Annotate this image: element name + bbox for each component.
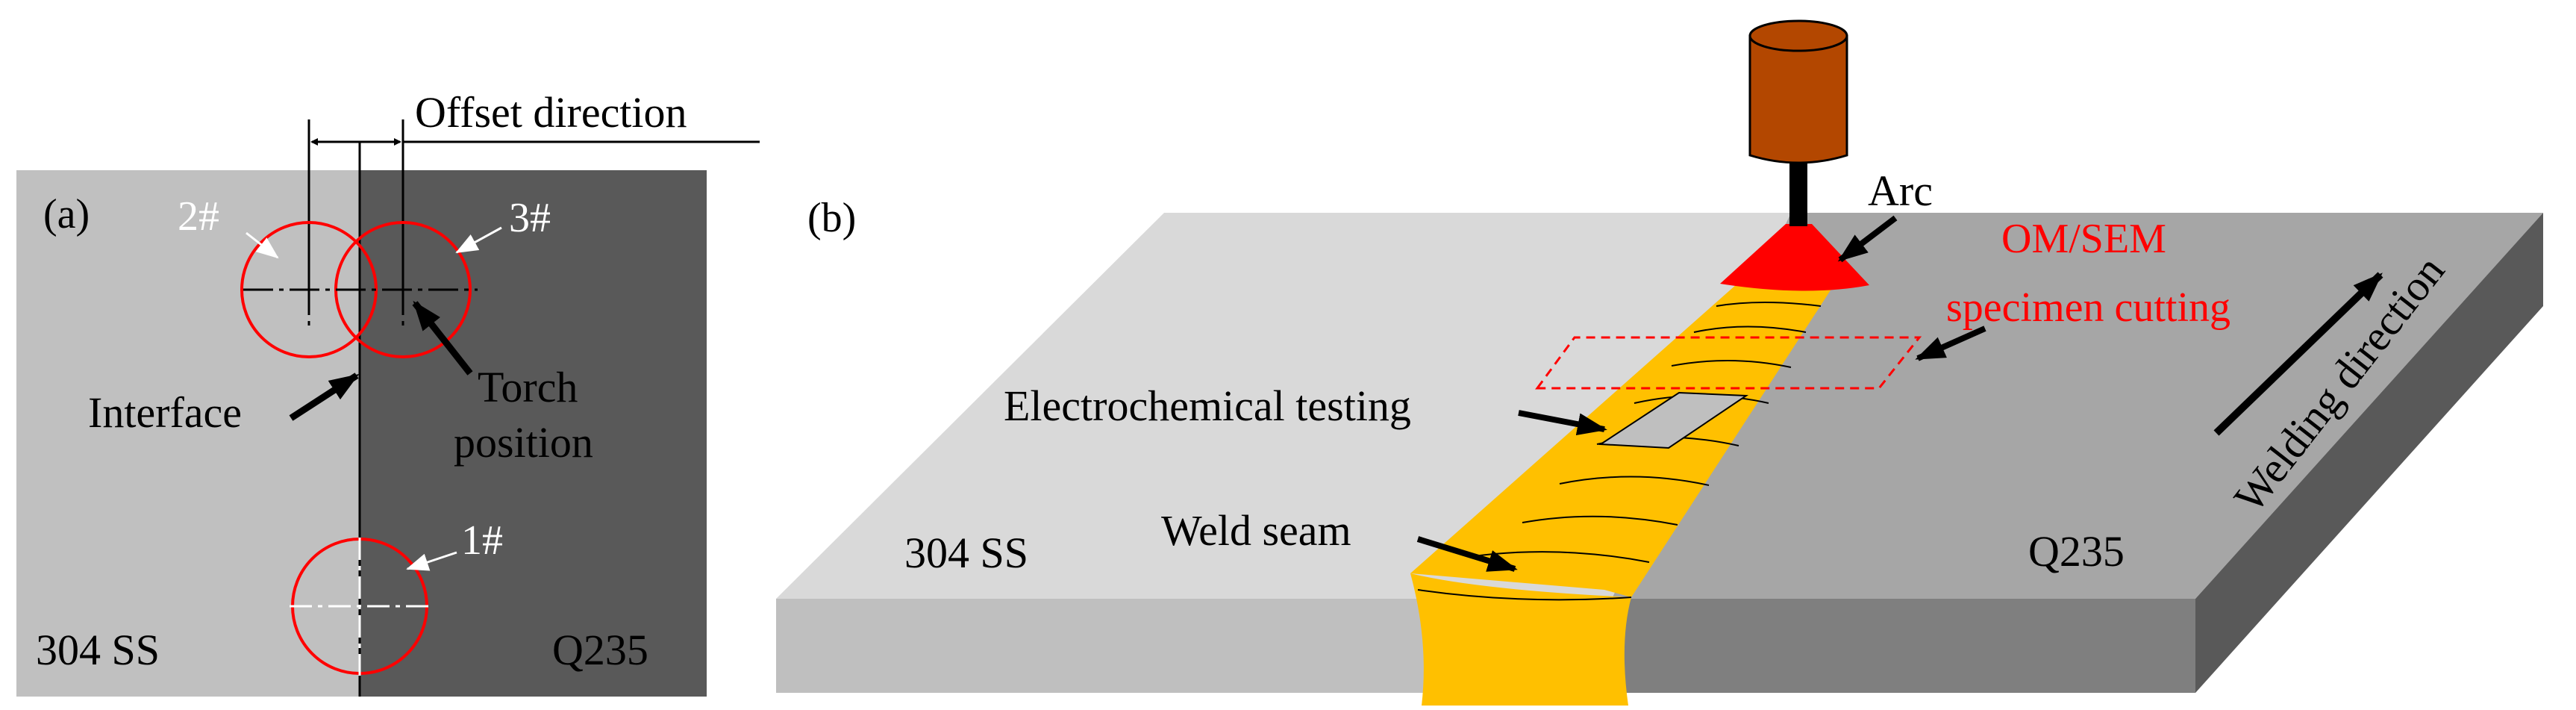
plate-q235-a (360, 170, 707, 697)
electrochemical-arrow (1518, 410, 1607, 435)
panel-a: Offset direction (a) 2# 3# Torch positio… (16, 88, 760, 697)
weld-seam-arrow (1416, 536, 1518, 572)
plate-side-q235 (2195, 213, 2543, 693)
panel-a-right-material: Q235 (552, 626, 648, 674)
torch-body (1748, 34, 1848, 164)
interface-label: Interface (88, 388, 242, 437)
panel-b: (b) Arc OM/SEM specimen cutting Electroc… (776, 19, 2543, 706)
arc-label: Arc (1868, 166, 1933, 215)
plate-front-q235 (1612, 599, 2195, 693)
arrow-1 (406, 551, 457, 571)
weld-seam-label: Weld seam (1161, 506, 1351, 555)
label-3: 3# (509, 195, 551, 241)
plate-top-q235 (1612, 213, 2543, 599)
torch-label-1: Torch (478, 363, 578, 411)
weld-ripples (1417, 302, 1822, 601)
interface-arrow (289, 373, 360, 421)
panel-a-left-material: 304 SS (36, 626, 160, 674)
panel-b-right-material: Q235 (2028, 527, 2125, 576)
arc-glow (1720, 224, 1869, 291)
om-sem-label-2: specimen cutting (1946, 284, 2230, 331)
label-2: 2# (178, 193, 219, 240)
electrochemical-label: Electrochemical testing (1004, 382, 1411, 430)
arc-arrow (1837, 215, 1898, 263)
torch-top (1748, 19, 1848, 52)
electrochemical-window (1598, 391, 1749, 449)
label-1: 1# (461, 517, 503, 564)
torch-position-arrow (412, 300, 473, 376)
torch-nozzle (1789, 161, 1807, 226)
welding-direction-arrow (2213, 272, 2383, 436)
arrow-2 (246, 231, 279, 259)
arrow-3 (455, 226, 502, 254)
panel-b-tag: (b) (807, 195, 856, 241)
panel-a-tag: (a) (43, 191, 90, 237)
weld-seam-front (1410, 573, 1631, 706)
plate-304ss-a (16, 170, 360, 697)
panel-b-left-material: 304 SS (904, 529, 1028, 577)
plate-front-304ss (776, 599, 1612, 693)
om-sem-label-1: OM/SEM (2001, 216, 2166, 262)
om-sem-arrow (1915, 326, 1986, 361)
torch-label-2: position (454, 418, 593, 467)
offset-direction-label: Offset direction (415, 88, 687, 137)
